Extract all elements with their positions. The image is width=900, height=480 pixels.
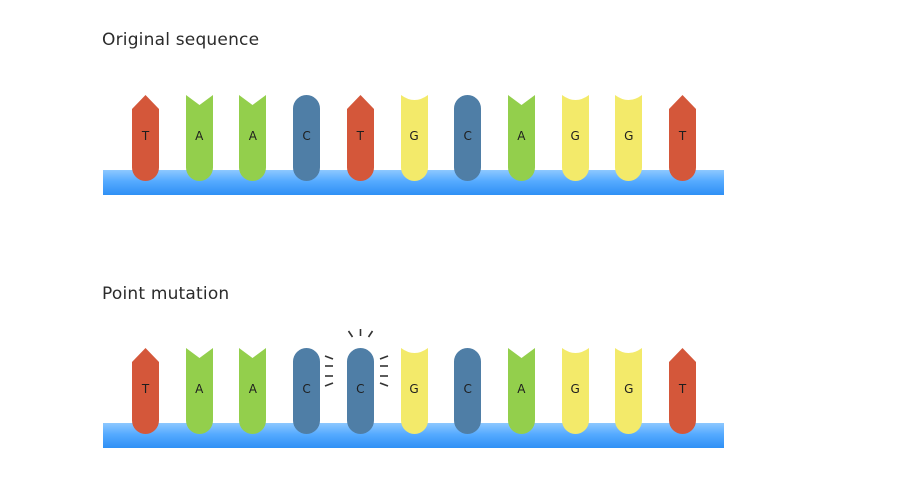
nucleotide-A: A bbox=[507, 348, 535, 434]
nucleotide-shape bbox=[293, 348, 321, 434]
nucleotide-G: G bbox=[400, 95, 428, 181]
nucleotide-label: A bbox=[195, 382, 204, 396]
nucleotide-A: A bbox=[239, 95, 267, 181]
point-mutation-title: Point mutation bbox=[102, 284, 230, 304]
nucleotide-G: G bbox=[561, 348, 589, 434]
nucleotide-shape bbox=[293, 95, 321, 181]
nucleotide-label: T bbox=[141, 382, 150, 396]
nucleotide-shape bbox=[561, 95, 589, 181]
nucleotide-label: A bbox=[248, 129, 257, 143]
nucleotide-label: G bbox=[409, 382, 419, 396]
nucleotide-G: G bbox=[561, 95, 589, 181]
nucleotide-shape bbox=[507, 95, 535, 181]
nucleotide-A: A bbox=[507, 95, 535, 181]
nucleotide-G: G bbox=[615, 95, 643, 181]
nucleotide-T: T bbox=[669, 348, 696, 434]
nucleotide-A: A bbox=[239, 348, 267, 434]
nucleotide-label: G bbox=[409, 129, 419, 143]
nucleotide-shape bbox=[185, 348, 213, 434]
nucleotide-label: C bbox=[302, 129, 311, 143]
nucleotide-G: G bbox=[615, 348, 643, 434]
original-sequence-title: Original sequence bbox=[102, 30, 260, 50]
nucleotide-shape bbox=[346, 348, 374, 434]
nucleotide-label: G bbox=[570, 382, 580, 396]
nucleotide-shape bbox=[239, 348, 267, 434]
mutated-nucleotide-C: C bbox=[346, 348, 374, 434]
nucleotide-label: C bbox=[463, 129, 472, 143]
nucleotide-label: C bbox=[463, 382, 472, 396]
nucleotide-C: C bbox=[293, 95, 321, 181]
nucleotide-shape bbox=[669, 348, 696, 434]
nucleotide-shape bbox=[239, 95, 267, 181]
nucleotide-label: A bbox=[195, 129, 204, 143]
nucleotide-label: T bbox=[678, 129, 687, 143]
nucleotide-C: C bbox=[293, 348, 321, 434]
nucleotide-shape bbox=[346, 95, 374, 181]
nucleotide-T: T bbox=[669, 95, 696, 181]
nucleotide-shape bbox=[454, 348, 482, 434]
nucleotide-A: A bbox=[185, 348, 213, 434]
nucleotide-G: G bbox=[400, 348, 428, 434]
nucleotide-shape bbox=[132, 95, 159, 181]
nucleotide-label: A bbox=[248, 382, 257, 396]
nucleotide-label: C bbox=[302, 382, 311, 396]
nucleotide-shape bbox=[561, 348, 589, 434]
nucleotide-label: T bbox=[678, 382, 687, 396]
nucleotide-T: T bbox=[132, 95, 159, 181]
nucleotide-shape bbox=[615, 95, 643, 181]
nucleotide-shape bbox=[669, 95, 696, 181]
nucleotide-C: C bbox=[454, 95, 482, 181]
nucleotide-label: G bbox=[570, 129, 580, 143]
nucleotide-shape bbox=[400, 95, 428, 181]
nucleotide-shape bbox=[185, 95, 213, 181]
nucleotide-A: A bbox=[185, 95, 213, 181]
nucleotide-shape bbox=[507, 348, 535, 434]
nucleotide-shape bbox=[615, 348, 643, 434]
nucleotide-label: A bbox=[517, 382, 526, 396]
nucleotide-T: T bbox=[132, 348, 159, 434]
highlight-rays-icon bbox=[324, 329, 389, 387]
nucleotide-shape bbox=[454, 95, 482, 181]
nucleotide-shape bbox=[132, 348, 159, 434]
nucleotide-label: G bbox=[624, 129, 634, 143]
nucleotide-T: T bbox=[346, 95, 374, 181]
nucleotide-label: T bbox=[141, 129, 150, 143]
nucleotide-label: C bbox=[356, 382, 365, 396]
nucleotide-shape bbox=[400, 348, 428, 434]
nucleotide-label: A bbox=[517, 129, 526, 143]
nucleotide-C: C bbox=[454, 348, 482, 434]
nucleotide-label: G bbox=[624, 382, 634, 396]
nucleotide-label: T bbox=[356, 129, 364, 143]
